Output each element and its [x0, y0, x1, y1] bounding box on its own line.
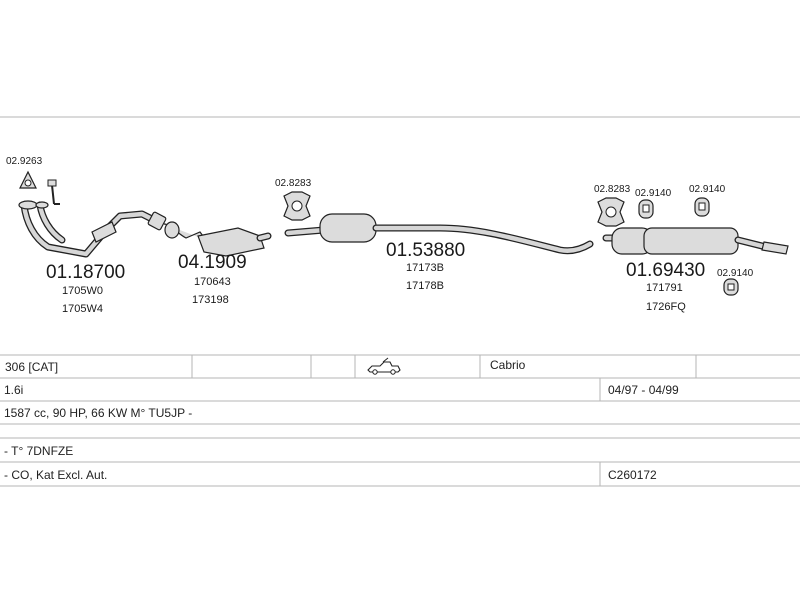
clamp-mid-code: 02.8283: [275, 178, 312, 189]
hanger-1-code: 02.9140: [635, 188, 672, 199]
clamp-rear-code: 02.8283: [594, 184, 631, 195]
part-1-code: 01.18700: [46, 262, 125, 283]
hanger-2-code: 02.9140: [689, 184, 726, 195]
part-2-ref-1: 170643: [194, 276, 231, 288]
part-1-ref-1: 1705W0: [62, 285, 103, 297]
part-1-ref-2: 1705W4: [62, 303, 103, 315]
part-4-ref-2: 1726FQ: [646, 301, 686, 313]
notes-cell: - CO, Kat Excl. Aut.: [4, 468, 107, 482]
front-pipe-part[interactable]: [18, 200, 167, 258]
part-2-ref-2: 173198: [192, 294, 229, 306]
hanger-3-code: 02.9140: [717, 268, 754, 279]
gasket-icon[interactable]: [19, 170, 37, 189]
gasket-code: 02.9263: [6, 156, 43, 167]
part-4-code: 01.69430: [626, 260, 705, 281]
model-cell: 306 [CAT]: [5, 360, 58, 374]
hanger-icon[interactable]: [723, 278, 739, 296]
part-4-ref-1: 171791: [646, 282, 683, 294]
clamp-rear-icon[interactable]: [597, 197, 625, 227]
body-type-cell: Cabrio: [490, 358, 526, 372]
hanger-icon[interactable]: [694, 197, 710, 217]
cabrio-car-icon: [367, 357, 401, 375]
years-cell: 04/97 - 04/99: [608, 383, 679, 397]
spec-cell: 1587 cc, 90 HP, 66 KW M° TU5JP -: [4, 406, 192, 420]
part-2-code: 04.1909: [178, 252, 247, 273]
catalytic-converter-part[interactable]: [163, 221, 272, 257]
ref-code-cell: C260172: [608, 468, 657, 482]
clamp-mid-icon[interactable]: [283, 191, 311, 221]
engine-cell: 1.6i: [4, 383, 23, 397]
bolt-icon[interactable]: [47, 179, 60, 205]
middle-silencer-part[interactable]: [284, 213, 594, 255]
part-3-ref-1: 17173B: [406, 262, 444, 274]
rear-silencer-part[interactable]: [602, 227, 789, 255]
type-code-cell: - T° 7DNFZE: [4, 444, 73, 458]
vehicle-info-table: 306 [CAT] Cabrio 1.6i 04/97 - 04/99 1587…: [0, 355, 800, 487]
part-3-code: 01.53880: [386, 240, 465, 261]
part-3-ref-2: 17178B: [406, 280, 444, 292]
hanger-icon[interactable]: [638, 199, 654, 219]
